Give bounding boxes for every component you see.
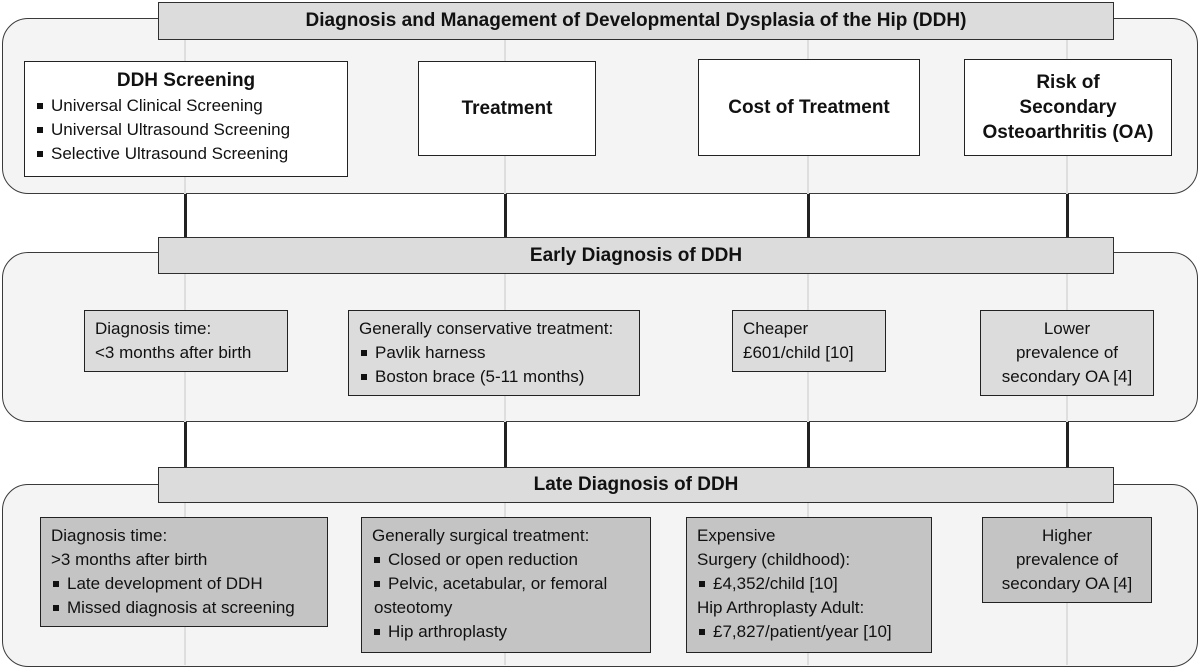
cost-title: Cost of Treatment [728, 97, 890, 118]
connector-treatment-late [504, 422, 507, 468]
text-line: Hip Arthroplasty Adult: [697, 598, 865, 617]
connector-diagnosis-late [184, 422, 187, 468]
early-treatment-list: Pavlik harness Boston brace (5-11 months… [359, 341, 629, 389]
text-line: £601/child [10] [743, 343, 854, 362]
text-line: Cheaper [743, 319, 809, 338]
list-item: Pelvic, acetabular, or femoral [372, 572, 640, 596]
late-cost-box: Expensive Surgery (childhood): £4,352/ch… [686, 517, 932, 653]
ddh-screening-box: DDH Screening Universal Clinical Screeni… [24, 61, 348, 177]
late-diagnosis-list: Late development of DDH Missed diagnosis… [51, 572, 317, 620]
list-item: osteotomy [374, 598, 453, 617]
late-treatment-list: Closed or open reduction Pelvic, acetabu… [372, 548, 640, 644]
connector-risk-early [1066, 194, 1069, 238]
list-item: Hip arthroplasty [372, 620, 640, 644]
text-line: Higher [1041, 526, 1093, 545]
connector-treatment-early [504, 194, 507, 238]
late-cost-list-1: £4,352/child [10] [697, 572, 921, 596]
list-item: Pavlik harness [359, 341, 629, 365]
text-line: <3 months after birth [95, 343, 252, 362]
text-line: Lower [1043, 319, 1091, 338]
late-diagnosis-time-box: Diagnosis time: >3 months after birth La… [40, 517, 328, 627]
text-line: prevalence of [1015, 550, 1119, 569]
text-line: >3 months after birth [51, 550, 208, 569]
list-item: Late development of DDH [51, 572, 317, 596]
risk-of-oa-box: Risk of Secondary Osteoarthritis (OA) [964, 59, 1172, 156]
late-treatment-heading: Generally surgical treatment: [372, 526, 590, 545]
late-treatment-box: Generally surgical treatment: Closed or … [361, 517, 651, 653]
early-diagnosis-time-box: Diagnosis time: <3 months after birth [84, 310, 288, 372]
text-line: secondary OA [4] [1001, 367, 1133, 386]
main-title: Diagnosis and Management of Developmenta… [158, 2, 1114, 40]
early-oa-box: Lower prevalence of secondary OA [4] [980, 310, 1154, 396]
list-item: Boston brace (5-11 months) [359, 365, 629, 389]
early-cost-box: Cheaper £601/child [10] [732, 310, 886, 372]
treatment-box: Treatment [418, 61, 596, 156]
list-item: Universal Clinical Screening [35, 94, 337, 118]
screening-list: Universal Clinical Screening Universal U… [35, 94, 337, 166]
list-item: Closed or open reduction [372, 548, 640, 572]
list-item: Missed diagnosis at screening [51, 596, 317, 620]
connector-risk-late [1066, 422, 1069, 468]
list-item: £7,827/patient/year [10] [697, 620, 921, 644]
connector-screening-early [184, 194, 187, 238]
risk-title-line: Secondary [1019, 97, 1117, 118]
late-diagnosis-banner: Late Diagnosis of DDH [158, 467, 1114, 503]
risk-title-line: Osteoarthritis (OA) [982, 122, 1154, 143]
list-item: Selective Ultrasound Screening [35, 142, 337, 166]
list-item: £4,352/child [10] [697, 572, 921, 596]
text-line: secondary OA [4] [1001, 574, 1133, 593]
text-line: Expensive [697, 526, 776, 545]
early-diagnosis-banner: Early Diagnosis of DDH [158, 237, 1114, 274]
connector-cost-early [807, 194, 810, 238]
text-line: Diagnosis time: [51, 526, 168, 545]
text-line: Diagnosis time: [95, 319, 212, 338]
text-line: Surgery (childhood): [697, 550, 851, 569]
list-item: Universal Ultrasound Screening [35, 118, 337, 142]
early-treatment-heading: Generally conservative treatment: [359, 319, 614, 338]
risk-title-line: Risk of [1036, 72, 1100, 93]
early-treatment-box: Generally conservative treatment: Pavlik… [348, 310, 640, 396]
late-oa-box: Higher prevalence of secondary OA [4] [982, 517, 1152, 603]
text-line: prevalence of [1015, 343, 1119, 362]
late-cost-list-2: £7,827/patient/year [10] [697, 620, 921, 644]
treatment-title: Treatment [461, 98, 553, 119]
connector-cost-late [807, 422, 810, 468]
cost-of-treatment-box: Cost of Treatment [698, 59, 920, 156]
ddh-screening-title: DDH Screening [116, 70, 256, 91]
